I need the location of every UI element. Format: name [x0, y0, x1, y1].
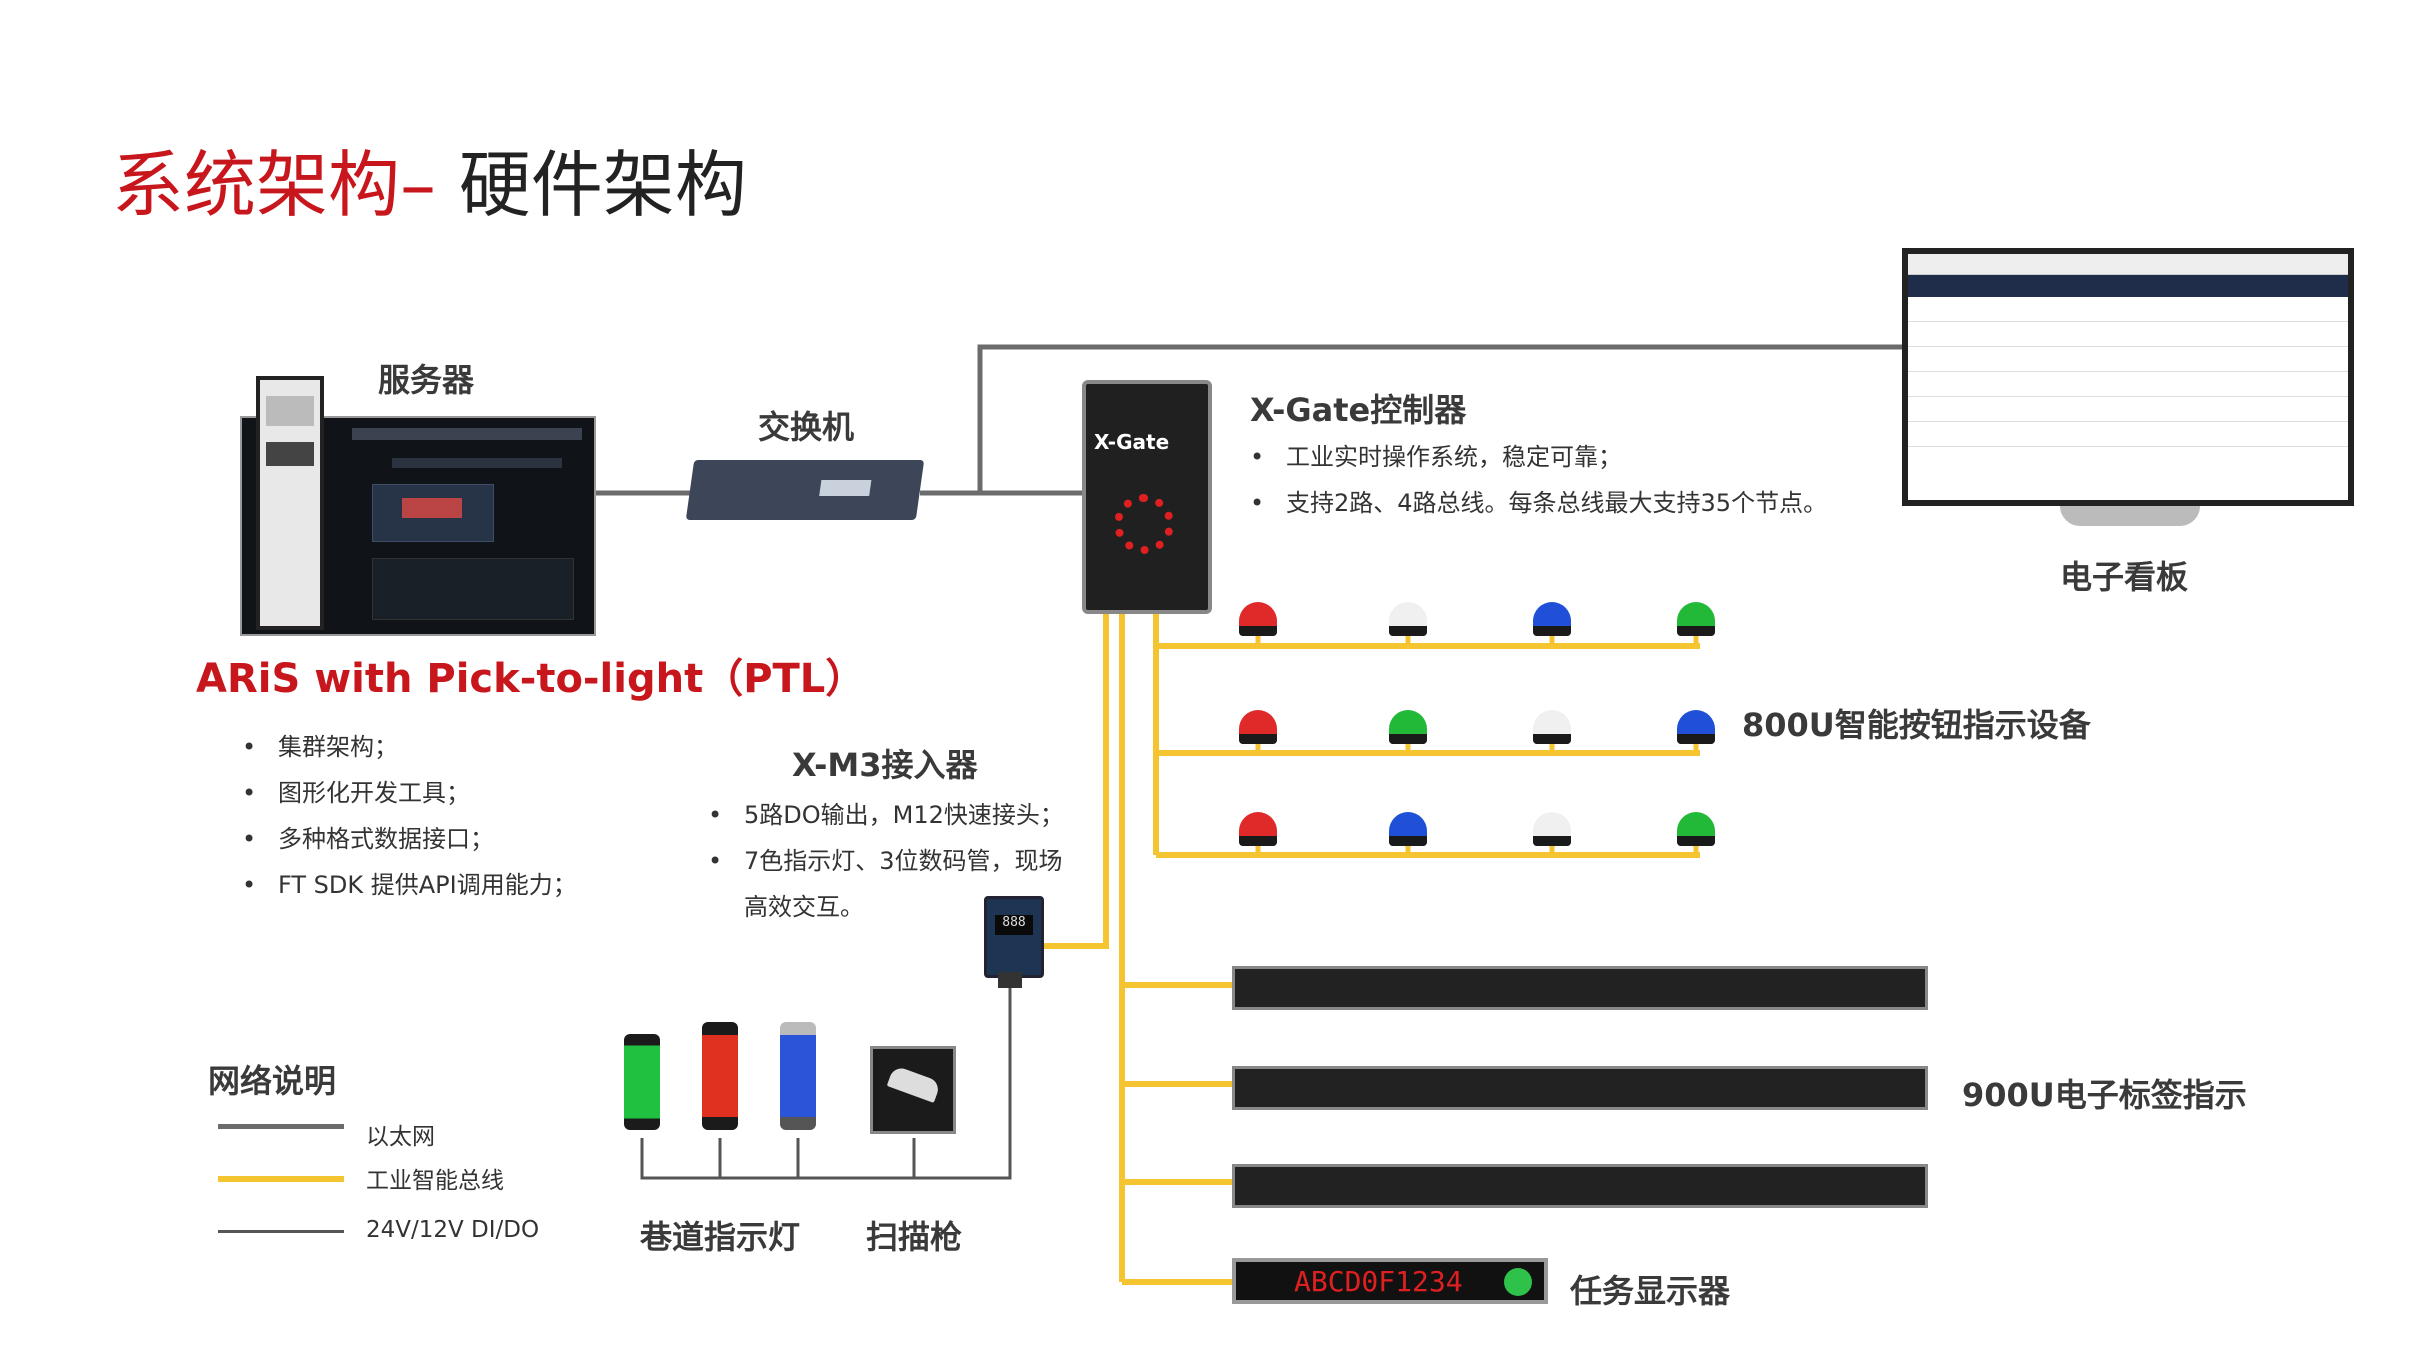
legend-ethernet-swatch — [218, 1124, 344, 1129]
electronic-board-stand — [2060, 506, 2200, 526]
xm3-device: 888 — [984, 896, 1044, 978]
board-label: 电子看板 — [2060, 558, 2189, 596]
xm3-connector — [998, 972, 1022, 988]
ethernet-to-board — [977, 344, 1902, 493]
smart-button-green — [1677, 602, 1715, 636]
lamp-label: 巷道指示灯 — [640, 1218, 801, 1256]
server-tower — [256, 376, 324, 630]
task-label: 任务显示器 — [1570, 1272, 1731, 1310]
tag-bar-row2 — [1232, 1066, 1928, 1110]
electronic-board-monitor — [1902, 248, 2354, 506]
xgate-led-ring — [1114, 494, 1174, 554]
tag-bar-row3 — [1232, 1164, 1928, 1208]
smart-button-blue — [1533, 602, 1571, 636]
xgate-feature: 工业实时操作系统，稳定可靠； — [1248, 434, 1827, 480]
task-display-text: ABCD0F1234 — [1294, 1265, 1463, 1298]
smart-button-green — [1677, 812, 1715, 846]
task-display-device: ABCD0F1234 — [1232, 1258, 1548, 1304]
bus-lines — [1042, 600, 1700, 1285]
smart-button-white — [1533, 710, 1571, 744]
smart-button-white — [1533, 812, 1571, 846]
aris-feature: 集群架构； — [240, 724, 577, 770]
xm3-feature: 7色指示灯、3位数码管，现场高效交互。 — [706, 838, 1078, 930]
xgate-logo: X-Gate — [1094, 430, 1170, 454]
ethernet-lines — [592, 344, 1902, 496]
xgate-feature-list: 工业实时操作系统，稳定可靠； 支持2路、4路总线。每条总线最大支持35个节点。 — [1248, 434, 1827, 526]
scanner-device — [870, 1046, 956, 1134]
device900-label: 900U电子标签指示 — [1962, 1076, 2247, 1114]
legend-dido-swatch — [218, 1230, 344, 1233]
task-display-button — [1504, 1268, 1532, 1296]
legend-title: 网络说明 — [208, 1062, 337, 1100]
legend-bus-label: 工业智能总线 — [366, 1168, 504, 1194]
smart-button-red — [1239, 812, 1277, 846]
page-title: 系统架构– 硬件架构 — [112, 140, 747, 230]
legend-dido-label: 24V/12V DI/DO — [366, 1217, 540, 1243]
xgate-controller: X-Gate — [1082, 380, 1212, 614]
aris-feature: 多种格式数据接口； — [240, 816, 577, 862]
smart-button-red — [1239, 602, 1277, 636]
lane-lamp-red — [702, 1022, 738, 1130]
button-drops — [1255, 620, 1699, 855]
bus-to-xm3 — [1042, 600, 1109, 949]
aris-title: ARiS with Pick-to-light（PTL） — [196, 656, 866, 702]
network-switch — [685, 460, 925, 520]
page-title-main: 系统架构– — [112, 143, 437, 227]
xm3-feature-list: 5路DO输出，M12快速接头； 7色指示灯、3位数码管，现场高效交互。 — [706, 792, 1078, 930]
smart-button-white — [1389, 602, 1427, 636]
aris-feature: FT SDK 提供API调用能力； — [240, 862, 577, 908]
xm3-feature: 5路DO输出，M12快速接头； — [706, 792, 1078, 838]
device800-label: 800U智能按钮指示设备 — [1742, 706, 2091, 744]
aris-feature-list: 集群架构； 图形化开发工具； 多种格式数据接口； FT SDK 提供API调用能… — [240, 724, 577, 908]
dido-xm3-to-lamps — [640, 985, 1012, 1180]
xm3-display: 888 — [995, 915, 1033, 935]
page-title-sub: 硬件架构 — [436, 143, 747, 227]
server-label: 服务器 — [378, 361, 475, 399]
lane-lamp-blue — [780, 1022, 816, 1130]
smart-button-green — [1389, 710, 1427, 744]
smart-button-blue — [1677, 710, 1715, 744]
legend-bus-swatch — [218, 1176, 344, 1182]
dido-lines — [640, 985, 1012, 1180]
xm3-label: X-M3接入器 — [792, 746, 978, 784]
aris-feature: 图形化开发工具； — [240, 770, 577, 816]
smart-button-blue — [1389, 812, 1427, 846]
smart-button-red — [1239, 710, 1277, 744]
scanner-label: 扫描枪 — [866, 1218, 963, 1256]
xgate-feature: 支持2路、4路总线。每条总线最大支持35个节点。 — [1248, 480, 1827, 526]
xgate-label: X-Gate控制器 — [1250, 391, 1467, 429]
legend-ethernet-label: 以太网 — [366, 1124, 435, 1150]
tag-bar-row1 — [1232, 966, 1928, 1010]
lane-lamp-green — [624, 1034, 660, 1130]
switch-label: 交换机 — [758, 408, 855, 446]
